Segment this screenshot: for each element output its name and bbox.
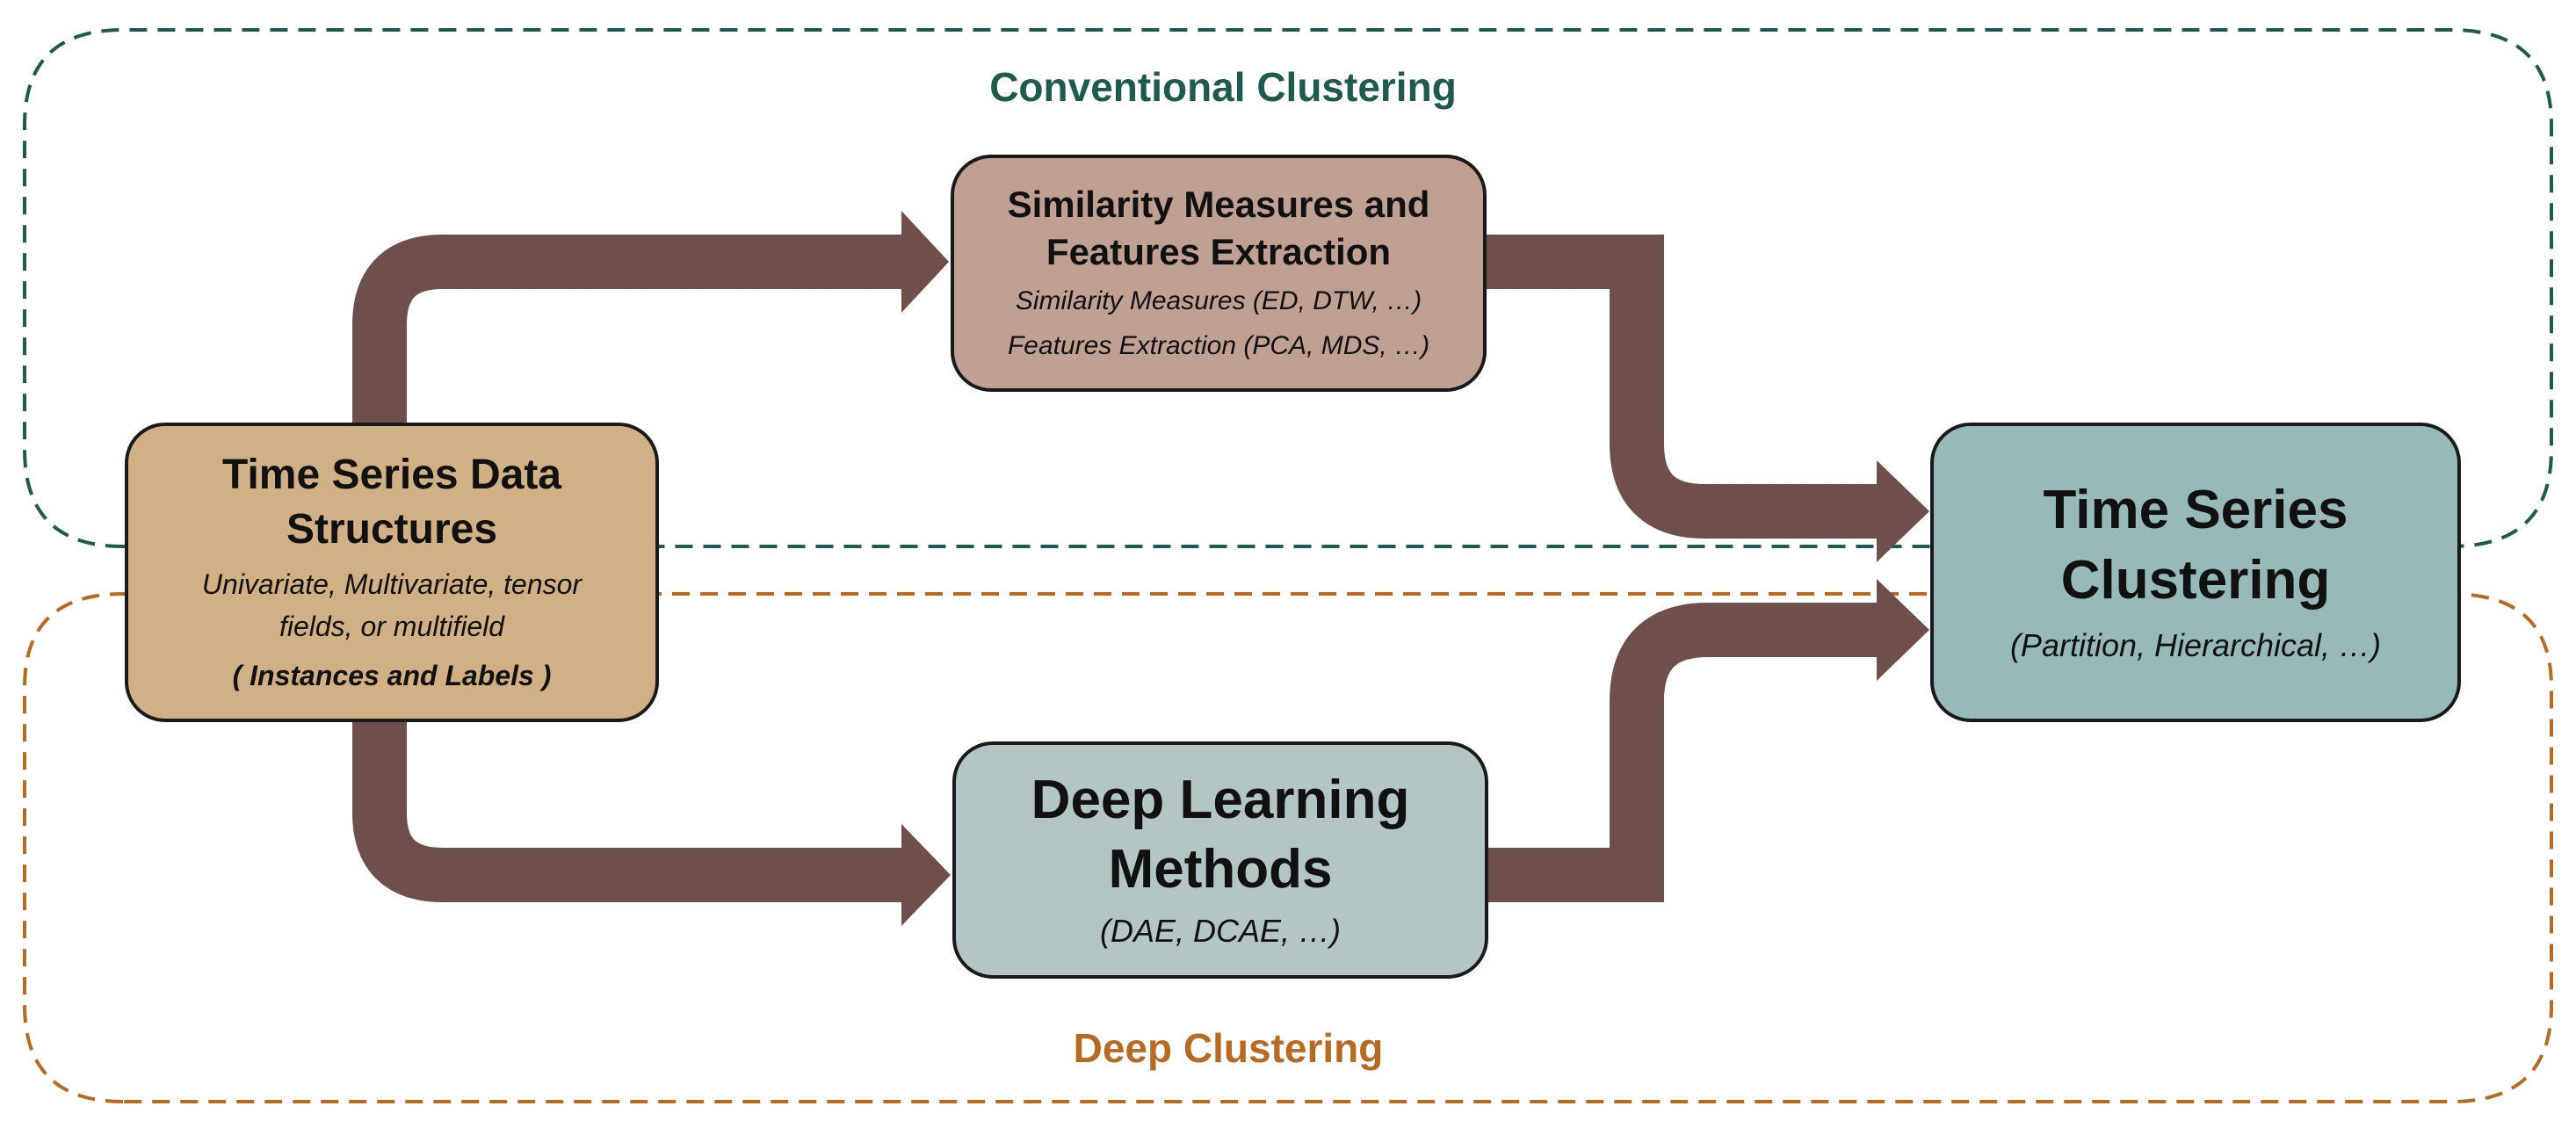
similarity-features-box: Similarity Measures and Features Extract… [951, 155, 1487, 392]
ts-clustering-title-line1: Time Series [2043, 480, 2348, 541]
data-structures-sub-line3: ( Instances and Labels ) [232, 659, 552, 691]
data-structures-sub-line1: Univariate, Multivariate, tensor [201, 568, 582, 600]
arrow-similarity-to-clustering [1487, 235, 1929, 562]
data-structures-title-line1: Time Series Data [222, 452, 561, 499]
similarity-sub-line1: Similarity Measures (ED, DTW, …) [1015, 286, 1422, 315]
conventional-clustering-region [23, 28, 2553, 548]
arrow-data-to-deep [352, 722, 951, 926]
deep-clustering-label: Deep Clustering [1073, 1025, 1384, 1071]
deep-learning-title-line2: Methods [1108, 839, 1333, 900]
arrow-data-to-similarity [352, 211, 949, 423]
time-series-data-structures-box: Time Series Data Structures Univariate, … [125, 423, 659, 722]
ts-clustering-sub-line1: (Partition, Hierarchical, …) [2009, 626, 2382, 663]
similarity-sub-line2: Features Extraction (PCA, MDS, …) [1007, 330, 1430, 360]
similarity-title-line1: Similarity Measures and [1007, 184, 1430, 226]
arrow-deep-to-clustering [1488, 579, 1929, 902]
similarity-title-line2: Features Extraction [1046, 231, 1392, 272]
deep-learning-sub-line1: (DAE, DCAE, …) [1099, 913, 1342, 950]
data-structures-title-line2: Structures [286, 505, 498, 553]
ts-clustering-title-line2: Clustering [2060, 549, 2331, 611]
deep-learning-methods-box: Deep Learning Methods (DAE, DCAE, …) [952, 741, 1488, 979]
deep-learning-title-line1: Deep Learning [1031, 769, 1410, 830]
conventional-clustering-label: Conventional Clustering [989, 64, 1457, 110]
data-structures-sub-line2: fields, or multifield [279, 610, 505, 642]
time-series-clustering-box: Time Series Clustering (Partition, Hiera… [1930, 423, 2461, 722]
